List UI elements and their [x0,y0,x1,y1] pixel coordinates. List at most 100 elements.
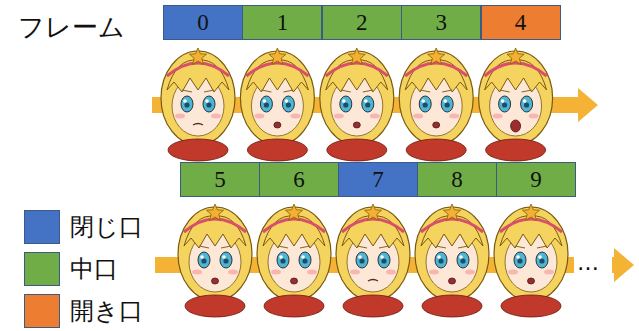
frame-box: 6 [259,162,339,197]
timeline-arrowhead [612,248,634,282]
blush [370,114,380,119]
frame-number: 8 [451,167,463,193]
eyebrow [300,246,310,248]
blush [465,270,475,275]
legend-swatch [24,210,60,244]
blush [508,270,518,275]
mouth-mid [353,122,360,128]
pupil [343,102,348,107]
eyebrow [182,90,192,92]
scarf [486,139,546,161]
blush [175,114,185,119]
eye [514,252,526,268]
blush [254,114,264,119]
character-face [399,48,473,161]
star [189,48,206,64]
eye-highlight [459,255,463,259]
frame-box: 9 [496,162,576,197]
eye-highlight [358,255,362,259]
scarf [327,139,387,161]
eye [260,96,272,112]
frame-number: 9 [530,167,542,193]
eyebrow [357,246,367,248]
headband [326,63,388,76]
scarf [264,295,324,317]
frame-box: 5 [180,162,260,197]
frame-number: 1 [277,10,289,36]
pupil [184,102,189,107]
mouth-mid [274,122,281,128]
eye [277,252,289,268]
scarf [406,139,466,161]
legend-label: 中口 [70,253,118,285]
mouth-mid [528,278,535,284]
star [206,204,223,220]
bangs [421,216,483,248]
eyebrow [221,246,231,248]
pupil [286,102,291,107]
mouth-open [511,120,521,132]
blush [271,270,281,275]
scarf [168,139,228,161]
blush [211,114,221,119]
bangs [246,60,308,92]
blush [228,270,238,275]
blush [429,270,439,275]
blush [334,114,344,119]
headband [263,219,325,232]
blush [192,270,202,275]
continuation-mark: … [577,250,599,275]
eye-highlight [200,255,204,259]
eye-highlight [222,255,226,259]
bangs [485,60,547,92]
character-face [257,204,331,317]
eye-highlight [279,255,283,259]
eye-highlight [205,99,209,103]
hair [320,51,394,145]
eye-highlight [501,99,505,103]
blush [449,114,459,119]
blush [350,270,360,275]
eyebrow [199,246,209,248]
headband [167,63,229,76]
headband [485,63,547,76]
eye-highlight [342,99,346,103]
pupil [302,258,307,263]
pupil [365,102,370,107]
pupil [280,258,285,263]
pupil [524,102,529,107]
headband [500,219,562,232]
eyebrow [379,246,389,248]
character-face [178,204,252,317]
eye-highlight [443,99,447,103]
headband [246,63,308,76]
scarf [501,295,561,317]
mouth-closed [193,124,203,126]
eye [198,252,210,268]
pupil [223,258,228,263]
row-title: フレーム [18,10,125,45]
eye-highlight [437,255,441,259]
eye [419,96,431,112]
bangs [326,60,388,92]
bangs [342,216,404,248]
pupil [359,258,364,263]
frame-box: 4 [481,5,561,40]
character-face [415,204,489,317]
legend-swatch [24,252,60,286]
star [364,204,381,220]
frame-number: 3 [435,10,447,36]
blush [544,270,554,275]
eye-highlight [183,99,187,103]
frame-number: 7 [372,167,384,193]
eye-highlight [301,255,305,259]
eyebrow [283,90,293,92]
eye-highlight [516,255,520,259]
eye [362,96,374,112]
headband [405,63,467,76]
eye [181,96,193,112]
hair [240,51,314,145]
eye-highlight [523,99,527,103]
eyebrow [500,90,510,92]
hair [479,51,553,145]
